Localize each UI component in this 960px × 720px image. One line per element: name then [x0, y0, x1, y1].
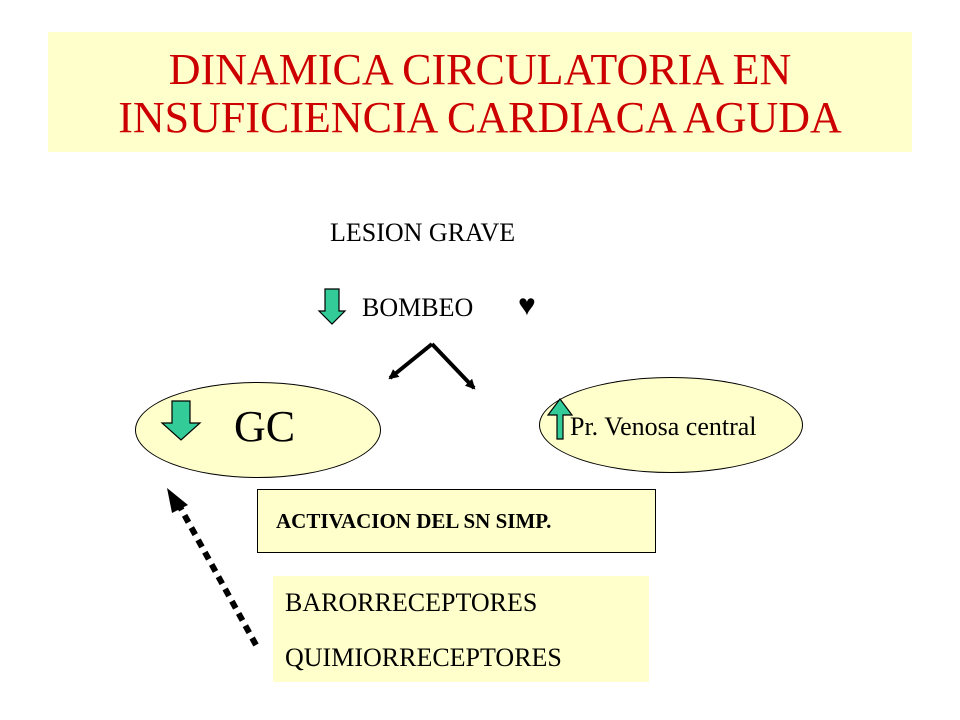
venosa-ellipse [539, 377, 803, 473]
bombeo-label: BOMBEO [362, 293, 474, 322]
gc-down-arrow-icon [160, 400, 202, 441]
venosa-central-label: Pr. Venosa central [570, 412, 757, 441]
activacion-label: ACTIVACION DEL SN SIMP. [276, 509, 552, 533]
quimiorreceptores-label: QUIMIORRECEPTORES [285, 643, 562, 672]
down-arrow-icon [317, 288, 347, 325]
slide-title-line-2: INSUFICIENCIA CARDIACA AGUDA [118, 93, 842, 142]
split-arrow-right [430, 342, 476, 390]
slide-title-line-1: DINAMICA CIRCULATORIA EN [168, 45, 792, 94]
heart-icon: ♥ [518, 289, 536, 322]
up-arrow-icon [546, 398, 574, 440]
receptores-box: BARORRECEPTORES QUIMIORRECEPTORES [273, 576, 649, 682]
lesion-grave-label: LESION GRAVE [330, 218, 516, 247]
activacion-box: ACTIVACION DEL SN SIMP. [257, 489, 656, 553]
feedback-arrowhead [167, 488, 188, 513]
feedback-dotted-arrow [177, 505, 259, 647]
split-arrow-left [388, 342, 434, 380]
barorreceptores-label: BARORRECEPTORES [285, 588, 538, 617]
gc-label: GC [234, 402, 296, 451]
title-banner: DINAMICA CIRCULATORIA EN INSUFICIENCIA C… [48, 32, 912, 152]
